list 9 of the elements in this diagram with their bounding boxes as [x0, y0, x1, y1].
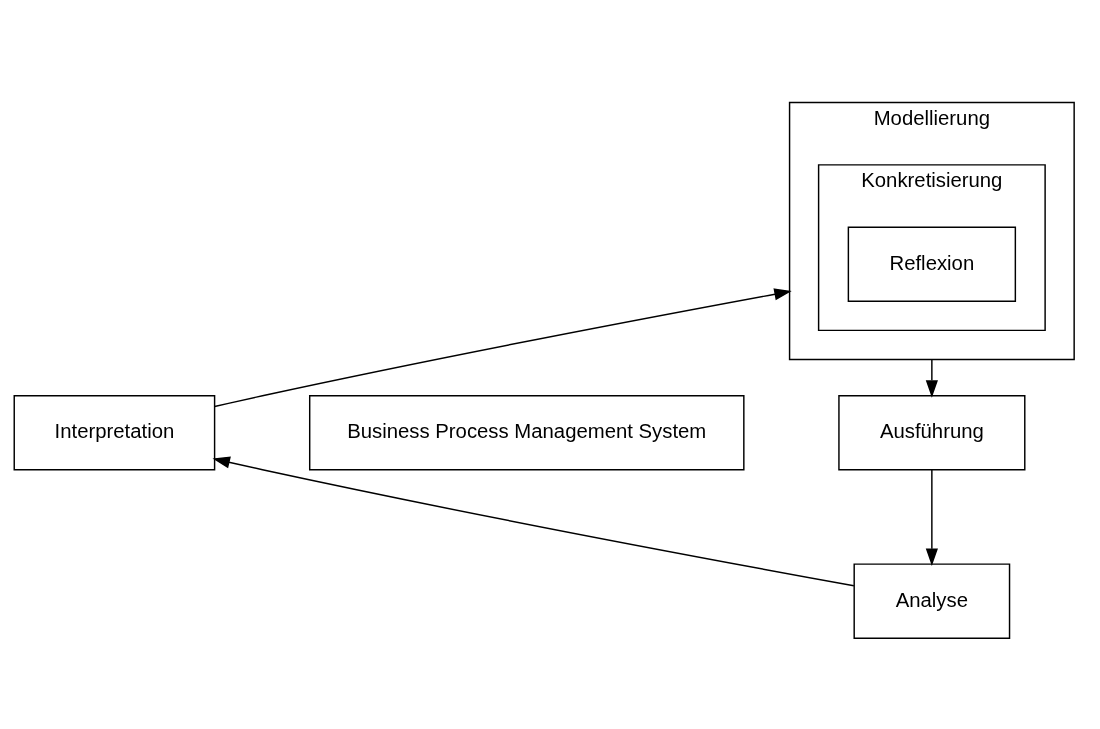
node-box: Ausführung	[838, 395, 1026, 471]
node-box: Analyse	[853, 563, 1011, 639]
node-box: Interpretation	[13, 395, 216, 471]
arrow	[212, 456, 855, 587]
arrow	[925, 469, 938, 567]
arrow	[925, 358, 938, 398]
node-box: Business Process Management System	[308, 395, 745, 471]
node-box: Reflexion	[847, 226, 1017, 303]
arrow	[213, 288, 792, 408]
